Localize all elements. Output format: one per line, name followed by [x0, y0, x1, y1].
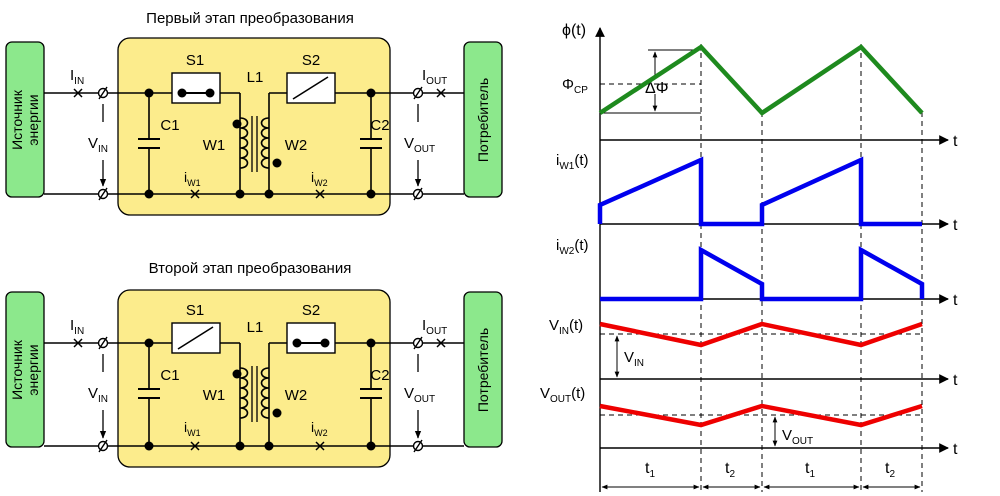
interval-label: t2: [725, 460, 735, 480]
load-label: Потребитель: [475, 328, 491, 412]
converter-box: [117, 37, 391, 216]
winding-dot: [232, 119, 242, 129]
wires: [44, 92, 464, 195]
t-axis-label: t: [953, 441, 958, 458]
c2-label: C2: [370, 367, 389, 384]
vout-level-label: VOUT: [782, 427, 813, 447]
iin-label: IIN: [70, 67, 84, 87]
switch-blade: [292, 76, 329, 100]
winding-w2: [260, 117, 270, 169]
stage2-circuit: Второй этап преобразования Источник энер…: [5, 260, 503, 468]
s1-label: S1: [186, 302, 204, 319]
t-axis-label: t: [953, 133, 958, 150]
vin-waveform: [599, 321, 923, 348]
w1-label: W1: [203, 137, 226, 154]
c1-label: C1: [160, 117, 179, 134]
junction-dots: [144, 338, 376, 451]
switch-s1: [171, 72, 221, 104]
energy-source-label-line2: энергии: [25, 344, 41, 395]
winding-dot: [272, 158, 282, 168]
stage2-title: Второй этап преобразования: [149, 260, 352, 277]
delta-phi-label: ΔΦ: [645, 80, 668, 97]
vin-label: VIN: [88, 135, 108, 155]
iw2-label: iW2: [311, 419, 328, 438]
iw2-waveform: [600, 246, 925, 302]
energy-source-label-line2: энергии: [25, 94, 41, 145]
load-block: [463, 291, 503, 448]
vin-level-label: VIN: [624, 349, 644, 369]
energy-source-block: [5, 41, 45, 198]
t-axis-labels: t t t t t: [953, 133, 958, 458]
time-axes: [600, 135, 949, 453]
converter-box: [117, 289, 391, 468]
terminals: [97, 86, 424, 201]
winding-dot: [272, 408, 282, 418]
phi-label: ϕ(t): [562, 22, 586, 39]
l1-label: L1: [247, 319, 264, 336]
iw1-label: iW1: [184, 169, 201, 188]
interval-label: t1: [805, 460, 815, 480]
switch-blade: [177, 326, 214, 350]
vout-label: VOUT: [404, 135, 435, 155]
time-guides: [700, 44, 923, 492]
winding-dot: [232, 369, 242, 379]
energy-source-label-line1: Источник: [9, 339, 25, 400]
terminals: [97, 336, 424, 453]
interval-label: t1: [645, 460, 655, 480]
iw1-waveform: [597, 156, 922, 227]
w2-label: W2: [285, 387, 308, 404]
t-axis-label: t: [953, 217, 958, 234]
iw1-wave-label: iW1(t): [556, 152, 589, 172]
iin-label: IIN: [70, 317, 84, 337]
iw1-label: iW1: [184, 419, 201, 438]
vout-label: VOUT: [404, 385, 435, 405]
interval-label: t2: [885, 460, 895, 480]
vout-wave-label: VOUT(t): [540, 385, 585, 405]
stage1-circuit: Первый этап преобразования Источник энер…: [5, 10, 503, 216]
w1-label: W1: [203, 387, 226, 404]
winding-w1: [239, 117, 249, 169]
current-markers: [73, 338, 446, 451]
iw2-wave-label: iW2(t): [556, 237, 589, 257]
load-label: Потребитель: [475, 78, 491, 162]
current-markers: [73, 88, 446, 199]
c2-label: C2: [370, 117, 389, 134]
stage1-title: Первый этап преобразования: [146, 10, 354, 27]
junction-dots: [144, 88, 376, 199]
switch-s2: [286, 322, 336, 354]
energy-source-label-line1: Источник: [9, 89, 25, 150]
s2-label: S2: [302, 302, 320, 319]
timing-diagram: t t t t t ϕ(t) ΦCP ΔΦ iW1(t) iW2(t) VIN(…: [540, 22, 958, 492]
c1-label: C1: [160, 367, 179, 384]
iout-label: IOUT: [422, 67, 447, 87]
s2-label: S2: [302, 52, 320, 69]
vin-label: VIN: [88, 385, 108, 405]
winding-w2: [260, 367, 270, 419]
w2-label: W2: [285, 137, 308, 154]
winding-w1: [239, 367, 249, 419]
iout-label: IOUT: [422, 317, 447, 337]
iw2-label: iW2: [311, 169, 328, 188]
l1-label: L1: [247, 69, 264, 86]
phi-waveform: [598, 44, 924, 116]
vout-waveform: [599, 403, 923, 428]
load-block: [463, 41, 503, 198]
s1-label: S1: [186, 52, 204, 69]
vin-wave-label: VIN(t): [549, 317, 583, 337]
t-axis-label: t: [953, 372, 958, 389]
energy-source-block: [5, 291, 45, 448]
phi-cp-label: ΦCP: [562, 76, 588, 96]
t-axis-label: t: [953, 292, 958, 309]
